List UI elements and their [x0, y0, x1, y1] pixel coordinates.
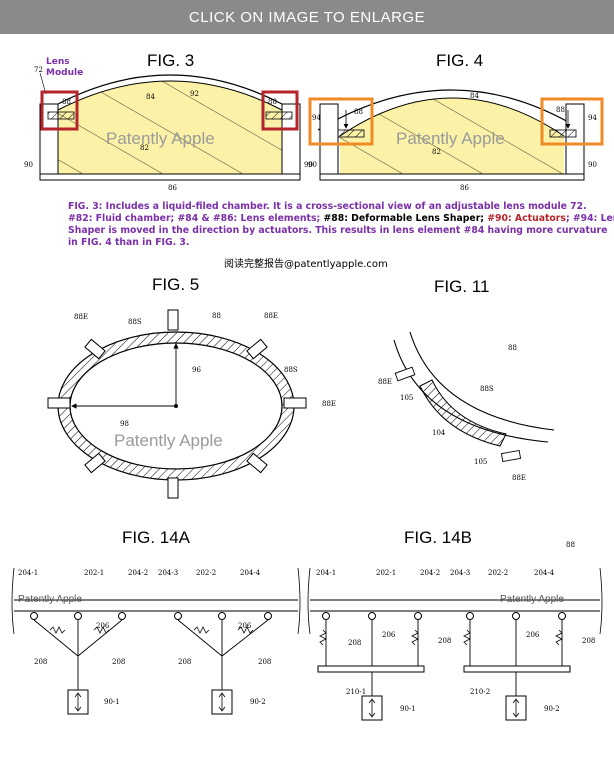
fig4-label-84: 84 [470, 92, 479, 100]
caption-line-2c: #90: Actuators [487, 213, 566, 224]
caption-line-2b: #88: Deformable Lens Shaper; [323, 213, 487, 224]
fig14a-label-204-2: 204-2 [128, 569, 148, 577]
label-72: 72 [34, 66, 43, 74]
fig5-title: FIG. 5 [152, 275, 199, 294]
fig5-label-96: 96 [192, 366, 201, 374]
fig3-label-86: 86 [168, 184, 177, 192]
fig3-lens-module [39, 74, 301, 181]
actuator-highlight-left [308, 97, 374, 146]
fig14a-title: FIG. 14A [122, 528, 191, 547]
fig14b-label-204-3: 204-3 [450, 569, 470, 577]
watermark-fig14a: Patently Apple [18, 594, 82, 605]
fig3-label-82: 82 [140, 144, 149, 152]
fig5-label-88S-b: 88S [284, 366, 298, 374]
fig11-label-88: 88 [508, 344, 517, 352]
fig11-label-105-a: 105 [400, 394, 413, 402]
fig3-label-90a: 90 [24, 161, 33, 169]
fig14b-title: FIG. 14B [404, 528, 472, 547]
caption-line-4: in FIG. 4 than in FIG. 3. [68, 237, 189, 248]
fig4-title: FIG. 4 [436, 51, 483, 70]
fig14a-label-202-1: 202-1 [84, 569, 104, 577]
fig14a-label-206-a: 206 [96, 622, 110, 630]
fig4-label-88a: 88 [354, 108, 363, 116]
watermark-fig14b: Patently Apple [500, 594, 564, 605]
fig4-label-86: 86 [460, 184, 469, 192]
fig14b-actuator-diagram [307, 567, 603, 721]
fig4-lens-module [308, 89, 604, 181]
fig3-label-90b: 90 [304, 161, 313, 169]
fig14b-label-88: 88 [566, 541, 575, 549]
fig14b-label-204-4: 204-4 [534, 569, 555, 577]
fig14a-label-208-d: 208 [258, 658, 271, 666]
lens-module-callout-line1: Lens [46, 57, 70, 67]
enlarge-banner[interactable]: CLICK ON IMAGE TO ENLARGE [0, 0, 614, 34]
fig14b-label-204-2: 204-2 [420, 569, 440, 577]
fig14b-label-208-c: 208 [582, 637, 595, 645]
fig5-label-98: 98 [120, 420, 129, 428]
fig14b-label-210-1: 210-1 [346, 688, 366, 696]
caption-line-3: Shaper is moved in the direction by actu… [68, 225, 607, 236]
fig14a-label-206-b: 206 [238, 622, 252, 630]
fig14b-label-206-b: 206 [526, 631, 540, 639]
fig14a-label-208-a: 208 [34, 658, 47, 666]
fig4-label-82: 82 [432, 148, 441, 156]
fig3-label-88a: 88 [62, 98, 71, 106]
lens-shaper-highlight-right [261, 90, 299, 131]
fig14a-label-204-1: 204-1 [18, 569, 38, 577]
fig14b-label-202-2: 202-2 [488, 569, 508, 577]
fig14a-label-202-2: 202-2 [196, 569, 216, 577]
fig14a-actuator-diagram [11, 567, 301, 715]
fig11-label-88E-a: 88E [378, 378, 392, 386]
fig3-label-92: 92 [190, 90, 199, 98]
fig4-label-94a: 94 [312, 114, 321, 122]
fig14b-label-202-1: 202-1 [376, 569, 396, 577]
fig5-label-88E-c: 88E [322, 400, 336, 408]
fig4-label-90b: 90 [588, 161, 597, 169]
watermark-fig5: Patently Apple [114, 431, 223, 450]
fig11-label-88S: 88S [480, 385, 494, 393]
fig14a-label-204-4: 204-4 [240, 569, 261, 577]
fig11-shaper-segment [393, 331, 555, 463]
fig5-label-88: 88 [212, 312, 221, 320]
fig3-label-84: 84 [146, 93, 155, 101]
fig14a-label-208-c: 208 [178, 658, 191, 666]
fig5-label-88E-b: 88E [264, 312, 278, 320]
fig14a-label-90-2: 90-2 [250, 698, 266, 706]
fig14b-label-208-a: 208 [348, 639, 361, 647]
fig4-label-88b: 88 [556, 106, 565, 114]
watermark-fig3: Patently Apple [106, 129, 215, 148]
lens-shaper-highlight-left [40, 90, 79, 131]
fig14b-label-204-1: 204-1 [316, 569, 336, 577]
fig11-label-88E-b: 88E [512, 474, 526, 482]
caption-line-2: #82: Fluid chamber; #84 & #86: Lens elem… [68, 213, 614, 224]
watermark-fig4: Patently Apple [396, 129, 505, 148]
caption-line-1: FIG. 3: Includes a liquid-filed chamber.… [68, 201, 587, 212]
fig11-label-104: 104 [432, 429, 446, 437]
fig14a-label-90-1: 90-1 [104, 698, 120, 706]
caption-line-2d: ; #94: Lens [566, 213, 614, 224]
fig4-label-94b: 94 [588, 114, 597, 122]
fig5-lens-shaper-ring [47, 309, 307, 499]
fig4-label-90a: 90 [308, 161, 317, 169]
fig14b-label-90-1: 90-1 [400, 705, 416, 713]
fig14a-label-208-b: 208 [112, 658, 125, 666]
fig3-label-88b: 88 [268, 98, 277, 106]
fig5-label-88S-a: 88S [128, 318, 142, 326]
fig5-label-88E-a: 88E [74, 313, 88, 321]
fig14b-label-206-a: 206 [382, 631, 396, 639]
source-credit[interactable]: 阅读完整报告@patentlyapple.com [224, 257, 388, 270]
caption-line-2a: #82: Fluid chamber; #84 & #86: Lens elem… [68, 213, 323, 224]
actuator-highlight-right [540, 97, 604, 146]
lens-module-callout-line2: Module [46, 68, 83, 78]
fig14b-label-90-2: 90-2 [544, 705, 560, 713]
fig11-label-105-b: 105 [474, 458, 487, 466]
fig14a-label-204-3: 204-3 [158, 569, 178, 577]
fig3-title: FIG. 3 [147, 51, 194, 70]
patent-figures: FIG. 3 FIG. 4 Lens Module 72 88 88 84 92… [11, 51, 614, 721]
fig14b-label-208-b: 208 [438, 637, 451, 645]
fig11-title: FIG. 11 [434, 277, 489, 296]
fig14b-label-210-2: 210-2 [470, 688, 490, 696]
